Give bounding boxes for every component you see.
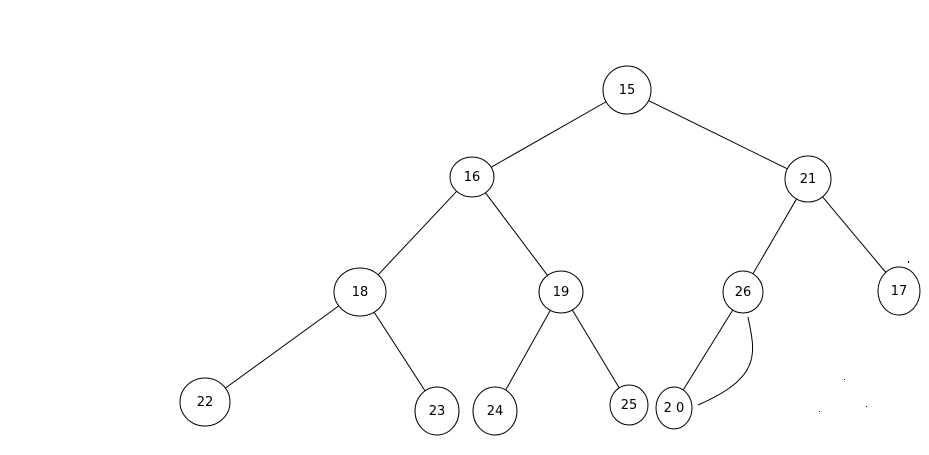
- node-circle: [784, 155, 832, 203]
- node-circle: [655, 386, 693, 430]
- tree-node-20: 2 0: [655, 386, 693, 430]
- node-circle: [333, 267, 387, 317]
- node-label: 16: [464, 170, 481, 185]
- edge-26-20: [682, 309, 734, 391]
- tree-node-16: 16: [449, 156, 495, 198]
- stray-marks: [819, 261, 909, 412]
- edge-19-24: [505, 310, 551, 391]
- node-label: 26: [735, 285, 752, 300]
- tree-node-15: 15: [602, 65, 652, 115]
- edge-15-16: [490, 101, 607, 168]
- tree-node-19: 19: [538, 270, 584, 314]
- edge-26-20: [697, 316, 754, 406]
- edge-15-21: [648, 100, 788, 170]
- tree-node-25: 25: [609, 384, 649, 426]
- tree-node-26: 26: [722, 270, 764, 314]
- node-circle: [449, 156, 495, 198]
- edge-21-17: [822, 196, 887, 273]
- node-label: 21: [800, 172, 817, 187]
- tree-node-22: 22: [179, 377, 231, 427]
- node-circle: [602, 65, 652, 115]
- edge-18-22: [225, 305, 340, 389]
- edge-16-19: [485, 192, 548, 276]
- node-label: 24: [487, 404, 504, 419]
- node-circle: [538, 270, 584, 314]
- tree-node-24: 24: [472, 386, 518, 436]
- node-circle: [877, 266, 921, 316]
- tree-node-23: 23: [414, 386, 460, 436]
- edge-21-26: [752, 198, 797, 275]
- edge-18-23: [373, 311, 426, 392]
- tree-node-17: 17: [877, 266, 921, 316]
- node-label: 2 0: [664, 401, 685, 416]
- node-label: 25: [621, 398, 638, 413]
- node-circle: [414, 386, 460, 436]
- tree-node-18: 18: [333, 267, 387, 317]
- edge-19-25: [571, 309, 620, 389]
- node-label: 18: [352, 285, 369, 300]
- node-circle: [472, 386, 518, 436]
- node-label: 17: [891, 284, 908, 299]
- node-label: 22: [197, 395, 214, 410]
- edge-16-18: [377, 190, 458, 276]
- node-label: 23: [429, 404, 446, 419]
- node-label: 15: [619, 83, 636, 98]
- tree-node-21: 21: [784, 155, 832, 203]
- node-circle: [609, 384, 649, 426]
- node-label: 19: [553, 285, 570, 300]
- node-circle: [179, 377, 231, 427]
- node-circle: [722, 270, 764, 314]
